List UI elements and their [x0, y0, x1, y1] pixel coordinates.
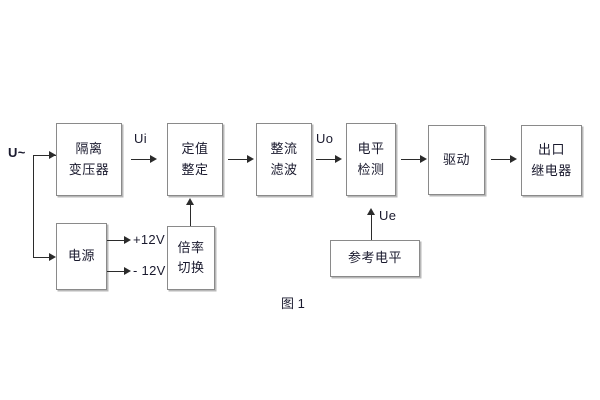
- arrow-transformer-to-setting-icon: [150, 154, 157, 163]
- line-reference-level-to-detect: [371, 213, 372, 240]
- block-drive: 驱动: [428, 125, 485, 195]
- arrow-rail-positive-icon: [124, 235, 131, 244]
- line-rail-negative: [107, 271, 127, 272]
- figure-caption: 图 1: [281, 296, 305, 311]
- block-rectify-filter-line-2: 滤波: [270, 161, 298, 177]
- block-isolation-transformer-line-2: 变压器: [68, 161, 110, 177]
- block-ratio-switch-line-2: 切换: [177, 260, 205, 275]
- block-output-relay-line-1: 出口: [537, 142, 565, 158]
- block-rectify-filter-line-1: 整流: [270, 141, 298, 157]
- block-ratio-switch: 倍率 切换: [167, 226, 215, 290]
- branch-to-power-supply-line: [33, 257, 52, 258]
- arrow-ratio-switch-to-setting-icon: [185, 198, 194, 205]
- line-setting-to-rectify: [228, 159, 250, 160]
- rail-label-negative: - 12V: [133, 263, 166, 278]
- arrow-to-power-supply-icon: [49, 252, 56, 261]
- block-isolation-transformer: 隔离 变压器: [56, 123, 122, 196]
- line-rail-positive: [107, 240, 127, 241]
- input-bus-vertical-line: [33, 155, 34, 257]
- input-label-u: U~: [8, 145, 26, 160]
- line-drive-to-output-relay: [491, 159, 513, 160]
- line-level-detect-to-drive: [401, 159, 423, 160]
- block-drive-line-1: 驱动: [442, 151, 470, 167]
- block-setting-adjust-line-1: 定值: [181, 141, 209, 157]
- line-ratio-switch-to-setting: [190, 203, 191, 226]
- block-rectify-filter: 整流 滤波: [256, 123, 312, 196]
- block-setting-adjust: 定值 整定: [167, 123, 223, 196]
- arrow-to-transformer-icon: [49, 150, 56, 159]
- block-level-detect: 电平 检测: [346, 123, 396, 196]
- block-power-supply-line-1: 电源: [67, 248, 95, 264]
- branch-to-transformer-line: [33, 155, 52, 156]
- arrow-reference-level-to-detect-icon: [366, 208, 375, 215]
- line-rectify-to-level-detect: [316, 159, 338, 160]
- arrow-level-detect-to-drive-icon: [420, 154, 427, 163]
- block-reference-level-line-1: 参考电平: [347, 250, 402, 266]
- block-output-relay: 出口 继电器: [521, 125, 582, 196]
- block-setting-adjust-line-2: 整定: [181, 161, 209, 177]
- block-level-detect-line-2: 检测: [357, 161, 385, 177]
- block-ratio-switch-line-1: 倍率: [177, 239, 205, 255]
- rail-label-positive: +12V: [133, 232, 165, 247]
- arrow-setting-to-rectify-icon: [247, 154, 254, 163]
- signal-label-ui: Ui: [134, 131, 147, 146]
- block-reference-level: 参考电平: [330, 240, 420, 277]
- arrow-drive-to-output-relay-icon: [510, 154, 517, 163]
- line-transformer-to-setting: [131, 159, 153, 160]
- signal-label-ue: Ue: [379, 208, 397, 223]
- block-power-supply: 电源: [56, 223, 107, 290]
- arrow-rectify-to-level-detect-icon: [335, 154, 342, 163]
- signal-label-uo: Uo: [316, 131, 334, 146]
- block-isolation-transformer-line-1: 隔离: [75, 141, 103, 157]
- arrow-rail-negative-icon: [124, 266, 131, 275]
- block-output-relay-line-2: 继电器: [531, 162, 572, 178]
- block-level-detect-line-1: 电平: [357, 141, 385, 157]
